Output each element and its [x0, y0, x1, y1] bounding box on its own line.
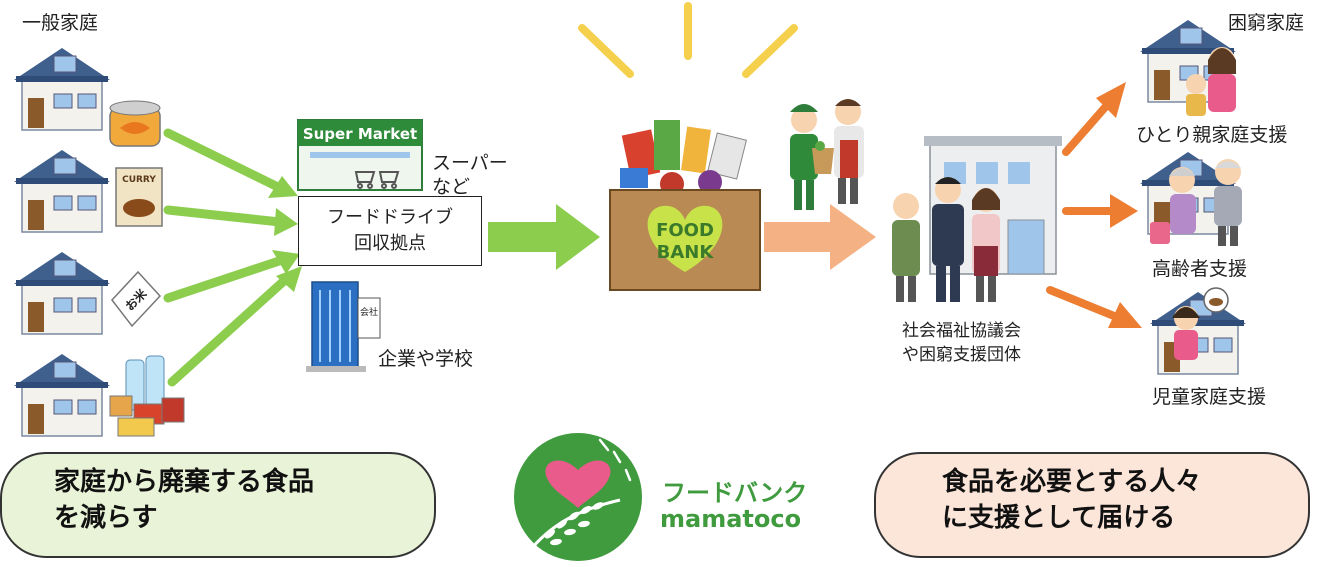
svg-text:BANK: BANK	[657, 242, 715, 263]
goal-left-line1: 家庭から廃棄する食品	[54, 467, 315, 497]
needy-families-label: 困窮家庭	[1228, 12, 1305, 34]
goal-deliver-to-people-in-need: 食品を必要とする人々 に支援として届ける	[874, 452, 1310, 558]
food-drive-label-line2: 回収拠点	[354, 233, 426, 254]
flow-arrow-foodbank-to-welfare	[764, 204, 876, 270]
goal-left-line2: を減らす	[54, 503, 158, 533]
logo-name-english: mamatoco	[660, 505, 802, 533]
single-parent-support-label: ひとり親家庭支援	[1136, 124, 1288, 146]
supermarket-caption-line1: スーパー	[432, 152, 508, 174]
company-school-label: 企業や学校	[378, 348, 474, 370]
highlight-rays-icon	[578, 2, 798, 78]
welfare-label-line1: 社会福祉協議会	[902, 321, 1021, 341]
child-family-icon	[1149, 287, 1247, 375]
curry-box-icon: CURRY	[115, 167, 163, 227]
supermarket-icon: Super Market	[297, 119, 423, 191]
welfare-label-line2: や困窮支援団体	[902, 345, 1021, 365]
goal-right-line2: に支援として届ける	[942, 503, 1176, 533]
mamatoco-logo	[514, 433, 642, 561]
supermarket-caption-line2: など	[432, 176, 471, 198]
svg-text:CURRY: CURRY	[122, 175, 156, 185]
child-family-support-label: 児童家庭支援	[1152, 386, 1267, 408]
elderly-couple-icon	[1139, 151, 1242, 246]
house-icon	[13, 47, 111, 131]
welfare-office-icon	[892, 136, 1062, 302]
households-label: 一般家庭	[22, 12, 99, 34]
house-icon	[13, 353, 111, 437]
svg-text:会社: 会社	[360, 306, 378, 318]
flow-arrow-households-to-drive	[163, 128, 290, 387]
food-bank-box-icon: FOOD BANK	[609, 120, 761, 291]
house-icon	[13, 251, 111, 335]
flow-arrow-drive-to-foodbank	[488, 204, 600, 270]
office-building-icon: 会社	[306, 281, 381, 372]
svg-text:FOOD: FOOD	[656, 220, 714, 241]
elderly-support-label: 高齢者支援	[1152, 258, 1248, 280]
rice-bag-icon: お米	[111, 270, 162, 328]
food-drive-label-line1: フードドライブ	[327, 207, 453, 228]
house-icon	[13, 149, 111, 233]
food-drive-collection-point: フードドライブ 回収拠点	[298, 196, 482, 266]
drinks-and-cans-icon	[109, 355, 185, 437]
flow-arrow-welfare-to-families	[1046, 100, 1118, 320]
logo-name-japanese: フードバンク	[662, 479, 808, 507]
goal-reduce-food-waste: 家庭から廃棄する食品 を減らす	[0, 452, 436, 558]
volunteers-icon	[790, 99, 864, 210]
single-parent-family-icon	[1139, 19, 1237, 116]
svg-text:Super Market: Super Market	[303, 125, 417, 143]
goal-right-line1: 食品を必要とする人々	[942, 467, 1202, 497]
canned-fish-icon	[109, 100, 161, 147]
